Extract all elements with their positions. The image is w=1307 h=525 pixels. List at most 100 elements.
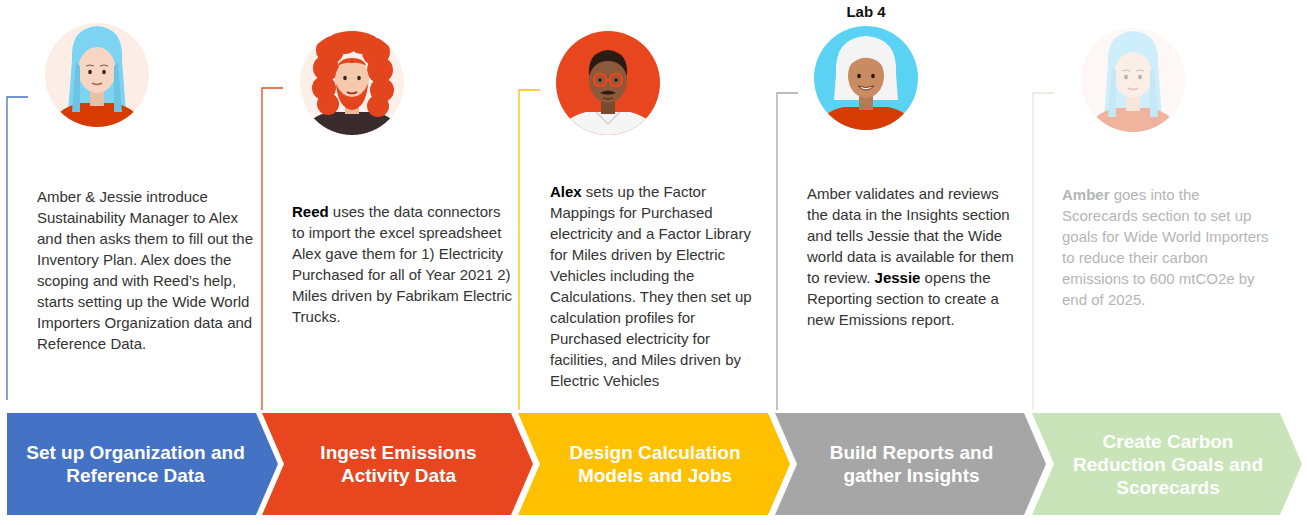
text-run: them [362,245,395,262]
text-run: Organization [105,314,190,331]
text-run: goals [1062,228,1098,245]
text-run: Alex [140,251,169,268]
text-run: reviews [948,185,999,202]
text-run: World [1162,228,1201,245]
text-run: the [881,206,902,223]
text-run [417,245,421,262]
text-run: to [172,230,185,247]
text-run: of [409,266,422,283]
text-run: opens [925,269,966,286]
avatar-illustration [45,23,149,130]
chevron-shape [7,413,278,515]
text-run: to [292,224,305,241]
text-run: Miles [641,351,676,368]
text-run [1104,291,1108,308]
text-run [828,206,832,223]
text-run: calculation [550,309,621,326]
chevron-fill [7,413,278,515]
text-run: introduce [146,188,208,205]
text-run: tells [836,227,863,244]
text-run [365,203,369,220]
text-run: then [66,230,95,247]
text-run: Mappings [550,204,615,221]
text-run: a [990,290,998,307]
text-run: Calculations. [550,288,636,305]
text-run: Jessie [875,269,921,286]
text-run: the [943,227,964,244]
text-run [637,204,641,221]
text-run: data [394,203,423,220]
text-run [673,288,677,305]
text-run: up [1235,207,1252,224]
text-run: data [194,314,223,331]
text-run: including [610,267,669,284]
text-run: Trucks. [292,308,341,325]
text-run [1201,228,1205,245]
text-run: then [677,288,706,305]
text-run: Wide [172,293,206,310]
text-run: Emissions [839,311,907,328]
text-run: Reed [292,203,329,220]
step-description: Amber validates and reviews the data in … [807,183,1022,330]
text-run: for [1102,228,1120,245]
text-run: Electricity [439,245,503,262]
text-run: Alex [550,183,582,200]
text-run: Jessie [867,227,910,244]
text-run: Alex [292,245,321,262]
text-run [920,269,924,286]
step-description: Reed uses the data connectors to import … [292,201,514,327]
text-run [168,293,172,310]
text-run: for [678,309,696,326]
text-run [659,183,663,200]
text-run: mtCO2e [1179,270,1235,287]
text-run [203,230,207,247]
text-run [405,266,409,283]
step-description: Amber goes into the Scorecards section t… [1062,184,1277,310]
step-description: Amber & Jessie introduce Sustainability … [37,186,261,354]
text-run: and [612,351,637,368]
step-label: Build Reports and gather Insights [805,441,1018,487]
text-run [832,227,836,244]
text-run [915,185,919,202]
bracket-line [7,97,28,400]
text-run: by [656,246,672,263]
text-run [149,272,153,289]
text-run: with [122,272,149,289]
text-run: Reporting [807,290,872,307]
text-run [688,330,692,347]
text-run [168,230,172,247]
text-run: Electric [550,372,599,389]
chevron-fill [262,413,533,515]
text-run [170,251,174,268]
avatar-illustration [300,26,404,140]
text-run [608,351,612,368]
text-run: the [807,206,828,223]
text-run: is [880,248,891,265]
text-run: by [1239,270,1255,287]
chevron-shape [775,413,1046,515]
text-run [676,351,680,368]
text-run: section [962,206,1010,223]
text-run [459,287,463,304]
text-run: the [355,224,376,241]
text-run [872,290,876,307]
text-run: Manager [130,209,189,226]
text-run [372,287,376,304]
text-run: all [390,266,405,283]
text-run [95,230,99,247]
text-run [1158,249,1162,266]
text-run [1190,207,1194,224]
text-run [100,314,104,331]
text-run [395,245,399,262]
text-run: spreadsheet [419,224,502,241]
text-run: profiles [625,309,673,326]
text-run: by [376,287,392,304]
step-label: Ingest Emissions Activity Data [292,441,505,487]
text-run: emissions [1062,270,1129,287]
text-run: data [847,248,876,265]
text-run [910,227,914,244]
text-run [944,185,948,202]
text-run [142,188,146,205]
text-run: review. [824,269,871,286]
